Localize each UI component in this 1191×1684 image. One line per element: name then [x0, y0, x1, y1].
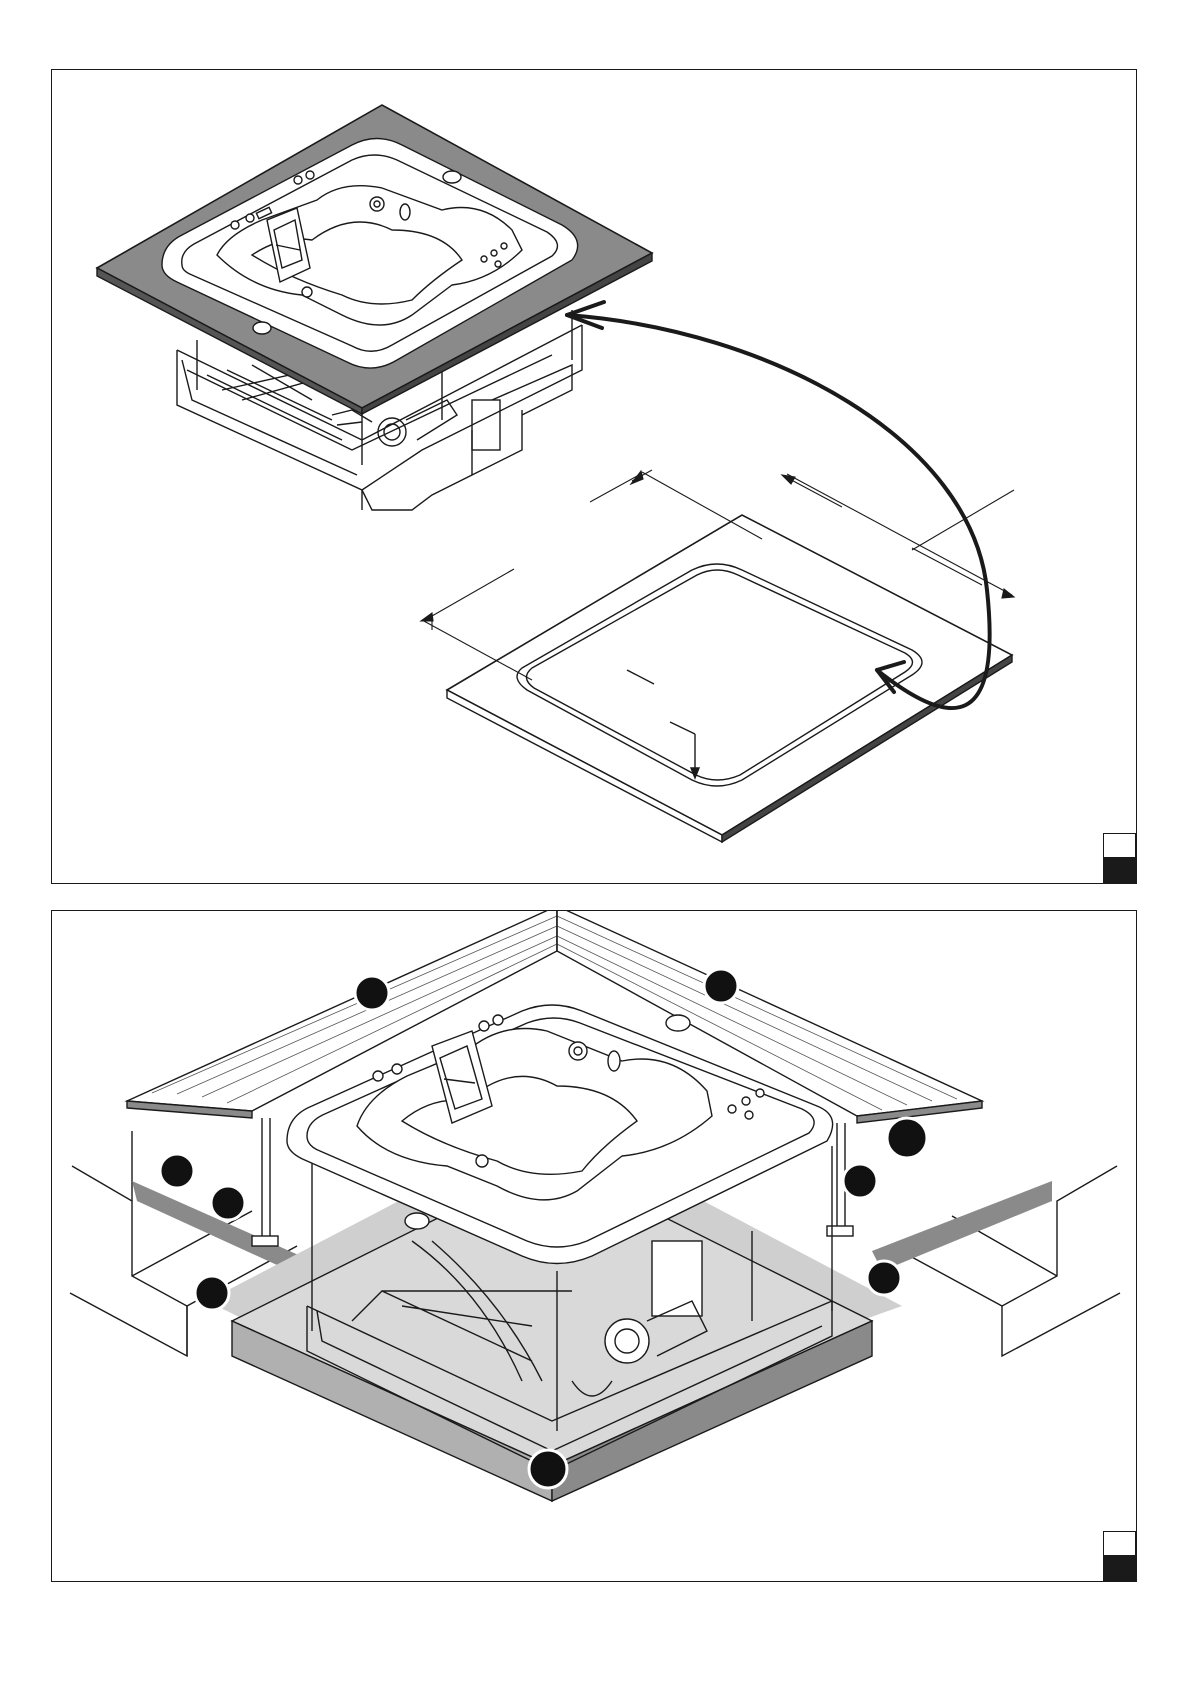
callout-2	[704, 969, 738, 1003]
page-tab-marker-white	[1103, 1531, 1136, 1556]
callout-4	[211, 1186, 245, 1220]
page-tab-marker-black	[1103, 1556, 1136, 1581]
callout-6	[843, 1164, 877, 1198]
tub-installed-diagram	[52, 911, 1138, 1583]
page-tab-marker-white	[1103, 833, 1136, 858]
callout-8	[867, 1261, 901, 1295]
callout-7	[195, 1276, 229, 1310]
callout-9	[529, 1450, 567, 1488]
callout-1	[355, 976, 389, 1010]
figure-panel-bottom	[51, 910, 1137, 1582]
tub-with-surround-diagram	[52, 70, 1138, 885]
page-tab-marker-black	[1103, 858, 1136, 883]
cutout-template-slab	[447, 515, 1012, 842]
callout-5	[887, 1118, 927, 1158]
figure-panel-top	[51, 69, 1137, 884]
callout-3	[160, 1154, 194, 1188]
